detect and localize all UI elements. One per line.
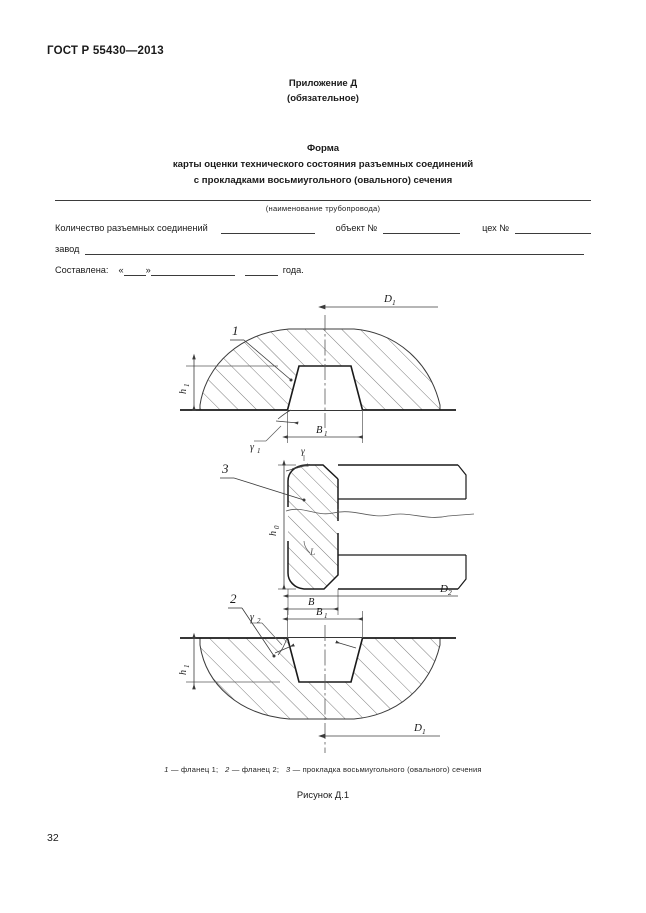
part1-leader xyxy=(243,339,292,381)
top-h1-label: h xyxy=(178,389,189,394)
year-input[interactable] xyxy=(244,265,278,276)
month-input[interactable] xyxy=(150,265,235,276)
bottom-d1-subscript: 1 xyxy=(422,727,426,736)
d2-subscript: 2 xyxy=(448,588,452,597)
quote-close: » xyxy=(145,265,151,275)
bottom-h1-label: h xyxy=(178,670,189,675)
form-title-line1: Форма xyxy=(306,143,340,154)
part1-leader-dot xyxy=(289,378,293,382)
break-line-upper xyxy=(285,508,475,518)
compiled-label: Составлена: xyxy=(55,265,109,275)
l-mark-leader xyxy=(303,540,311,554)
bottom-h1-subscript: 1 xyxy=(183,665,191,669)
bottom-flange-drawing: h 1 B 1 γ 2 xyxy=(178,591,456,753)
top-d1-subscript: 1 xyxy=(392,298,396,307)
part3-leader-dot xyxy=(302,498,306,502)
b-label: B xyxy=(308,597,315,608)
compiled-row: Составлена: « » года. xyxy=(55,264,591,276)
top-flange-drawing: D 1 h 1 B 1 γ xyxy=(178,293,456,455)
legend-dash-3: — xyxy=(292,765,301,774)
gamma2-arc xyxy=(277,637,288,656)
legend-text-3: прокладка восьмиугольного (овального) се… xyxy=(302,765,482,774)
gamma2-label: γ xyxy=(250,612,255,623)
gamma2-subscript: 2 xyxy=(257,617,261,625)
gamma1-arc xyxy=(277,409,292,420)
gasket-drawing: h 0 B D 2 γ L xyxy=(220,447,475,615)
annex-heading: Приложение Д (обязательное) xyxy=(0,76,646,106)
top-flange-outline xyxy=(199,328,441,410)
legend-num-3: 3 xyxy=(285,765,291,774)
plant-input[interactable] xyxy=(85,244,585,255)
figure-caption: Рисунок Д.1 xyxy=(296,789,350,800)
part3-leader xyxy=(233,477,305,501)
plant-label: завод xyxy=(55,244,80,254)
top-d1-label: D xyxy=(383,293,392,305)
legend-dash-1: — xyxy=(170,765,179,774)
page-number: 32 xyxy=(47,832,59,844)
gamma1-arrow xyxy=(275,420,299,425)
top-groove-fill xyxy=(287,366,363,410)
part1-number: 1 xyxy=(232,323,239,338)
gamma1-leader xyxy=(265,425,282,442)
plant-row: завод xyxy=(55,243,591,255)
gasket-upper-mating xyxy=(338,465,466,521)
joints-row: Количество разъемных соединений объект №… xyxy=(55,222,591,234)
top-b1-subscript: 1 xyxy=(324,430,328,438)
gamma2-arrow-right xyxy=(335,640,357,649)
gasket-lower-mating xyxy=(338,533,466,589)
bottom-b1-subscript: 1 xyxy=(324,612,328,620)
legend-text-2: фланец 2; xyxy=(241,765,280,774)
legend-num-2: 2 xyxy=(225,765,230,774)
object-label: объект № xyxy=(335,223,378,233)
day-input[interactable] xyxy=(123,265,146,276)
annex-title: Приложение Д xyxy=(288,78,358,89)
gamma2-arrow xyxy=(274,643,295,654)
form-title-line2: карты оценки технического состояния разъ… xyxy=(172,159,474,170)
part2-leader-dot xyxy=(272,654,276,658)
part2-number: 2 xyxy=(230,591,237,606)
form-title-line3: с прокладками восьмиугольного (овального… xyxy=(193,175,453,186)
gamma1-subscript: 1 xyxy=(257,447,261,455)
legend-num-1: 1 xyxy=(164,765,169,774)
year-label: года. xyxy=(282,265,304,275)
gasket-outline-lower xyxy=(287,533,339,590)
figure-legend: 1 — фланец 1; 2 — фланец 2; 3 — прокладк… xyxy=(0,765,646,774)
gamma-arrow xyxy=(285,463,309,472)
d2-label: D xyxy=(439,583,448,595)
bottom-flange-outline xyxy=(199,638,441,720)
h0-subscript: 0 xyxy=(273,525,281,529)
upper-break-edge xyxy=(457,464,467,499)
lower-break-edge xyxy=(457,555,467,590)
h0-label: h xyxy=(268,531,279,536)
quote-open: « xyxy=(118,265,124,275)
pipeline-name-caption: (наименование трубопровода) xyxy=(265,204,381,213)
annex-subtitle: (обязательное) xyxy=(287,93,359,104)
shop-input[interactable] xyxy=(514,223,591,234)
l-mark-label: L xyxy=(309,548,315,558)
gamma2-leader xyxy=(261,622,283,646)
bottom-d1-label: D xyxy=(413,722,422,734)
gamma-label: γ xyxy=(301,447,305,457)
technical-drawing-figure: D 1 h 1 B 1 γ xyxy=(158,293,498,763)
pipeline-name-rule[interactable] xyxy=(55,200,591,201)
joints-input[interactable] xyxy=(220,223,316,234)
legend-dash-2: — xyxy=(231,765,240,774)
top-h1-subscript: 1 xyxy=(183,384,191,388)
standard-header: ГОСТ Р 55430—2013 xyxy=(47,45,164,57)
shop-label: цех № xyxy=(482,223,510,233)
bottom-b1-label: B xyxy=(316,607,323,618)
fill-in-form: (наименование трубопровода) Количество р… xyxy=(55,200,591,276)
joints-label: Количество разъемных соединений xyxy=(55,223,208,233)
part3-number: 3 xyxy=(221,461,229,476)
legend-text-1: фланец 1; xyxy=(180,765,219,774)
gamma1-label: γ xyxy=(250,442,255,453)
form-title: Форма карты оценки технического состояни… xyxy=(0,141,646,189)
top-b1-label: B xyxy=(316,425,323,436)
part2-leader xyxy=(241,607,275,657)
object-input[interactable] xyxy=(382,223,461,234)
